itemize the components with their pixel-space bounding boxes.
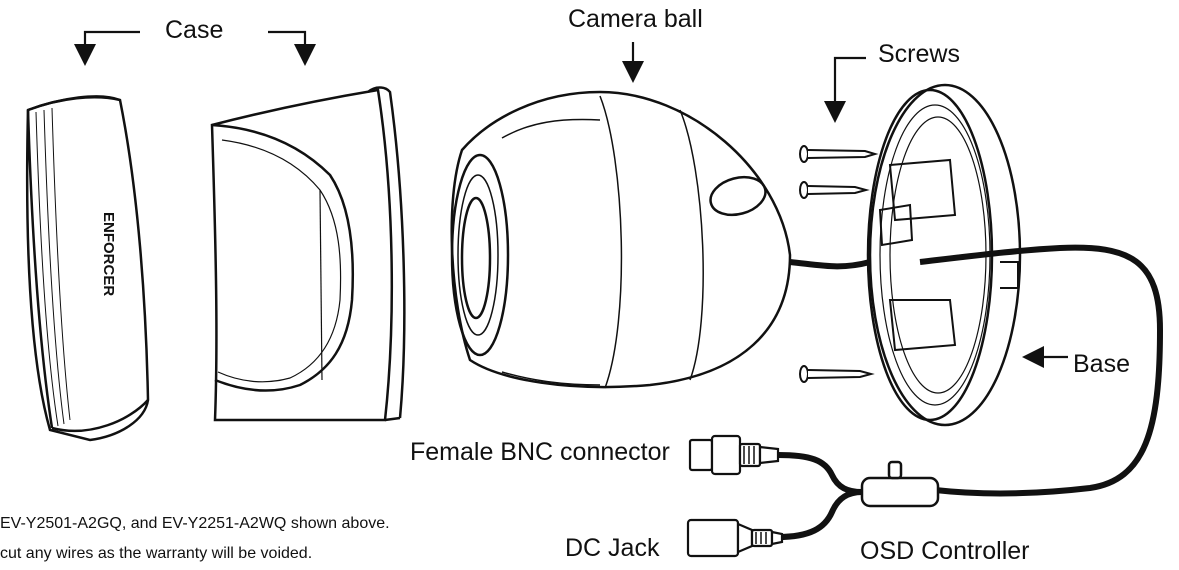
screws xyxy=(799,145,879,383)
connector-wires xyxy=(777,452,863,540)
label-base: Base xyxy=(1073,350,1130,378)
note-warranty: cut any wires as the warranty will be vo… xyxy=(0,545,313,562)
case-ring xyxy=(25,95,150,442)
label-camera-ball: Camera ball xyxy=(568,5,703,33)
label-case: Case xyxy=(165,16,224,44)
base-cable xyxy=(919,244,1164,497)
label-osd-controller: OSD Controller xyxy=(860,537,1030,565)
dc-jack xyxy=(686,518,784,558)
osd-controller xyxy=(860,460,940,508)
bnc-connector xyxy=(688,434,780,476)
note-models: EV-Y2501-A2GQ, and EV-Y2251-A2WQ shown a… xyxy=(0,515,390,532)
case-shell xyxy=(210,86,406,422)
label-dc-jack: DC Jack xyxy=(565,534,660,562)
case-brand-text: ENFORCER xyxy=(100,212,117,296)
label-screws: Screws xyxy=(878,40,960,68)
label-arrows xyxy=(74,30,1068,368)
camera-base xyxy=(866,83,1022,427)
label-female-bnc: Female BNC connector xyxy=(410,438,670,466)
ball-cable xyxy=(789,259,871,270)
camera-ball xyxy=(450,90,792,389)
